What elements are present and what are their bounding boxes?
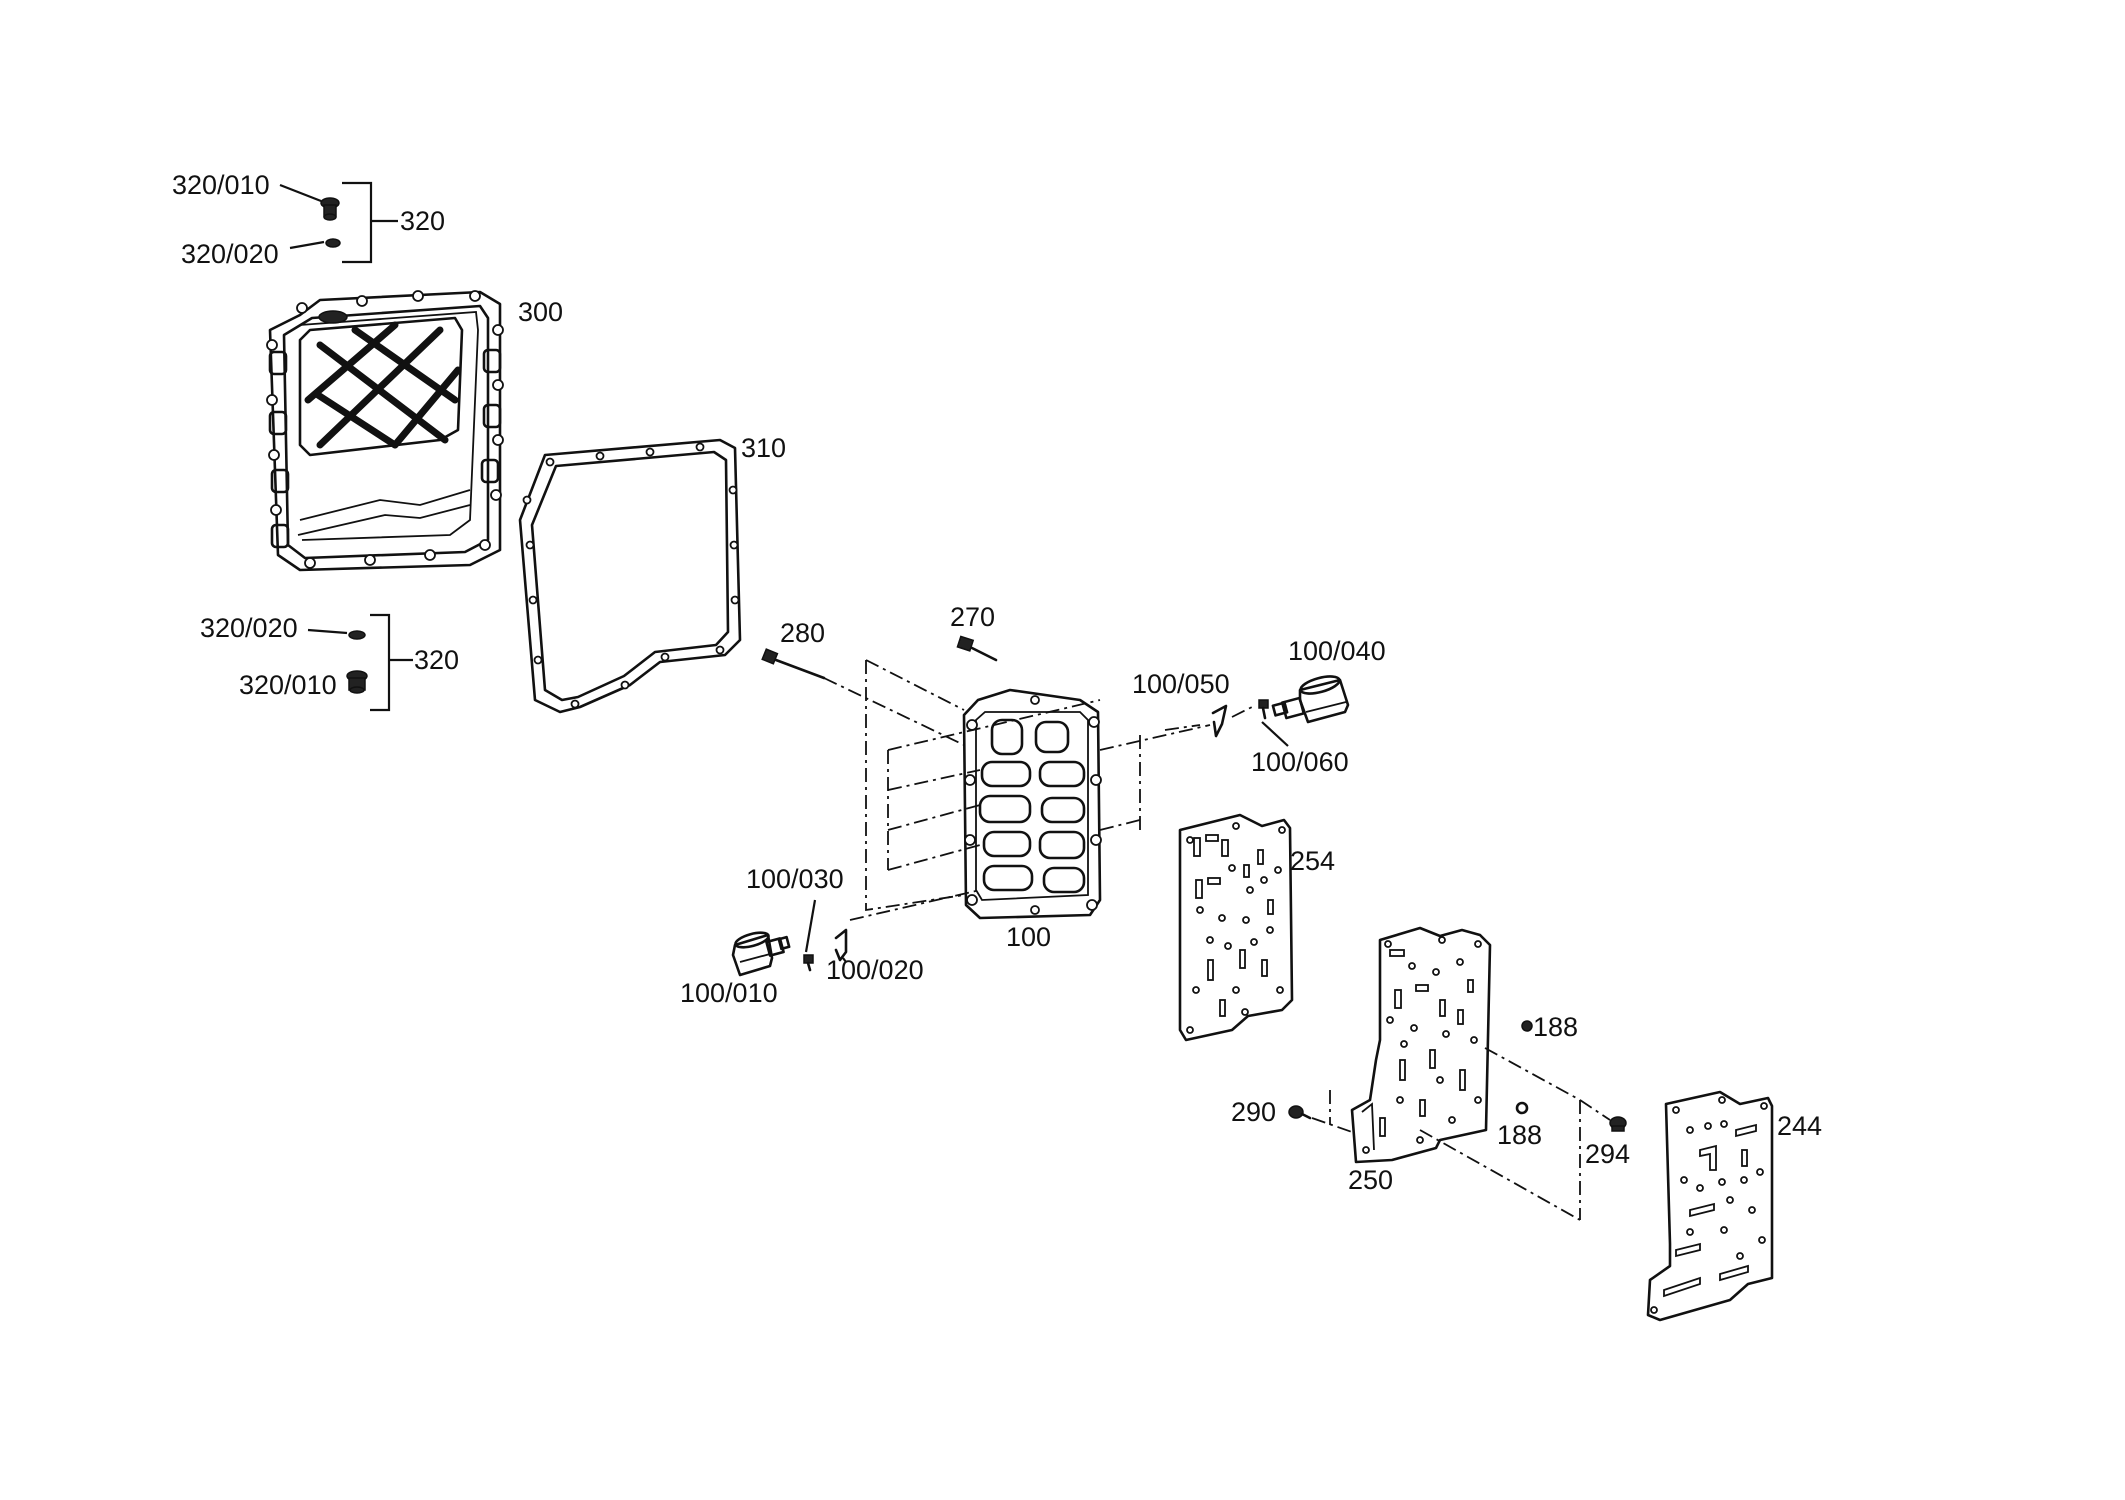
oil-pan-300 — [266, 290, 504, 572]
label-100-040: 100/040 — [1288, 636, 1386, 666]
bolt-270-icon — [956, 635, 998, 662]
plate-250-holes — [1362, 936, 1482, 1154]
label-100-020: 100/020 — [826, 955, 924, 985]
assembly-centerlines — [823, 659, 1611, 1221]
label-320-010-top: 320/010 — [172, 170, 270, 200]
plate-254 — [1178, 813, 1294, 1042]
plate-254-slots — [1193, 834, 1274, 1017]
plug-294-icon — [1609, 1116, 1627, 1132]
valve-body-holes — [964, 695, 1102, 915]
label-100-060: 100/060 — [1251, 747, 1349, 777]
plate-250 — [1350, 926, 1492, 1164]
plate-254-holes — [1186, 822, 1286, 1034]
label-254: 254 — [1290, 846, 1335, 876]
plate-244-slots — [1663, 1123, 1757, 1298]
washer-320-020-top-icon — [325, 238, 341, 248]
plug-assembly-top — [279, 181, 398, 264]
label-280: 280 — [780, 618, 825, 648]
plug-320-010-bottom-icon — [346, 670, 368, 694]
valve-bores — [978, 718, 1086, 894]
screw-100-060-icon — [1258, 699, 1269, 720]
label-188-upper: 188 — [1533, 1012, 1578, 1042]
gasket-310 — [518, 438, 742, 714]
label-250: 250 — [1348, 1165, 1393, 1195]
bracket-100-020-icon — [834, 928, 848, 962]
valve-body-100 — [962, 688, 1102, 920]
gasket-bolt-holes — [522, 442, 740, 709]
label-320-020-top: 320/020 — [181, 239, 279, 269]
solenoid-100-010-icon — [731, 931, 791, 977]
bolt-280-icon — [761, 648, 826, 680]
label-294: 294 — [1585, 1139, 1630, 1169]
ball-188-upper-icon — [1521, 1020, 1533, 1032]
pan-bolt-holes — [266, 290, 504, 569]
pan-side-bosses — [268, 348, 502, 549]
plate-244 — [1646, 1090, 1774, 1322]
plug-320-010-top-icon — [320, 197, 340, 221]
label-188-lower: 188 — [1497, 1120, 1542, 1150]
pan-cross-ribs — [304, 321, 462, 449]
bracket-100-050-icon — [1211, 704, 1228, 738]
label-300: 300 — [518, 297, 563, 327]
leader-lines — [804, 721, 1289, 963]
ball-188-lower-icon — [1515, 1101, 1529, 1115]
label-320-top: 320 — [400, 206, 445, 236]
screw-100-030-icon — [803, 954, 814, 972]
label-100-010: 100/010 — [680, 978, 778, 1008]
label-270: 270 — [950, 602, 995, 632]
label-320-bottom: 320 — [414, 645, 459, 675]
plate-250-slots — [1379, 949, 1474, 1137]
plug-290-icon — [1288, 1105, 1312, 1120]
label-100: 100 — [1006, 922, 1051, 952]
washer-320-020-bottom-icon — [348, 630, 366, 640]
solenoid-100-040-icon — [1271, 675, 1350, 724]
label-100-050: 100/050 — [1132, 669, 1230, 699]
label-310: 310 — [741, 433, 786, 463]
label-100-030: 100/030 — [746, 864, 844, 894]
label-244: 244 — [1777, 1111, 1822, 1141]
label-320-010-bottom: 320/010 — [239, 670, 337, 700]
part-labels: 320/010 320/020 320 300 310 320/020 320/… — [172, 170, 1822, 1195]
plug-assembly-bottom — [307, 613, 413, 712]
label-320-020-bottom: 320/020 — [200, 613, 298, 643]
plate-244-holes — [1650, 1096, 1768, 1314]
label-290: 290 — [1231, 1097, 1276, 1127]
